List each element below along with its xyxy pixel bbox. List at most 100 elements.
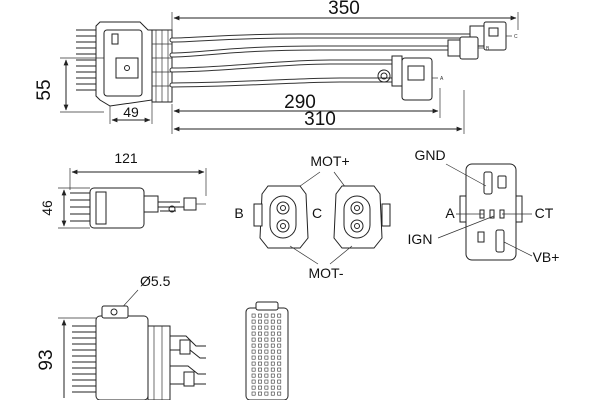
- pin-cavity: [251, 379, 256, 384]
- label-b: B: [234, 205, 243, 221]
- pin-grid-view: [245, 301, 289, 400]
- pin-cavity: [277, 313, 282, 318]
- pin-cavity: [251, 355, 256, 360]
- dimension-93: 93: [36, 349, 57, 370]
- pin-cavity: [251, 349, 256, 354]
- pin-cavity: [264, 331, 269, 336]
- main-unit-clip: [111, 33, 119, 45]
- pin-cavity: [264, 373, 269, 378]
- pin-cavity: [264, 343, 269, 348]
- pin-cavity: [251, 391, 256, 396]
- connector-3-mark: A: [440, 76, 444, 82]
- pin-cavity: [264, 379, 269, 384]
- front-view-body: [95, 315, 149, 400]
- label-ign: IGN: [408, 231, 433, 247]
- label-mot-plus: MOT+: [310, 153, 349, 169]
- pin-cavity: [258, 313, 262, 318]
- dimension-46: 46: [39, 200, 55, 216]
- motor-connector-pinout: MOT+ B C MOT-: [234, 153, 391, 281]
- front-view-tab: [101, 305, 129, 319]
- pin-cavity: [277, 343, 282, 348]
- pin-cavity: [277, 355, 282, 360]
- pin-cavity: [258, 337, 262, 342]
- wire-connector-3: A: [377, 55, 444, 101]
- pin-cavity: [277, 385, 282, 390]
- pin-cavity: [258, 367, 262, 372]
- pin-cavity: [270, 325, 275, 330]
- pin-cavity: [258, 331, 262, 336]
- pin-cavity: [251, 343, 256, 348]
- pin-cavity: [258, 319, 262, 324]
- pin-cavity: [270, 361, 275, 366]
- label-mot-minus: MOT-: [309, 265, 344, 281]
- pin-cavity: [270, 313, 275, 318]
- pin-cavity: [258, 391, 262, 396]
- label-ct: CT: [535, 205, 554, 221]
- label-vb-plus: VB+: [533, 249, 560, 265]
- pin-cavity: [270, 355, 275, 360]
- pin-cavity: [270, 349, 275, 354]
- pin-cavity: [264, 349, 269, 354]
- pin-cavity: [277, 373, 282, 378]
- pin-cavity: [264, 391, 269, 396]
- dimension-350: 350: [328, 0, 360, 19]
- label-a: A: [445, 205, 455, 221]
- dimension-55: 55: [34, 79, 55, 100]
- pin-cavity: [258, 361, 262, 366]
- pin-cavity: [264, 325, 269, 330]
- pin-cavity: [258, 349, 262, 354]
- connector-1-mark: C: [514, 34, 518, 40]
- pin-cavity: [277, 331, 282, 336]
- harness-top-view: C B A 350 290 310: [34, 0, 519, 134]
- wire-connector-2: B: [447, 36, 490, 60]
- pin-cavity: [264, 385, 269, 390]
- dimension-121: 121: [114, 150, 138, 166]
- pin-cavity: [270, 391, 275, 396]
- pin-cavity: [277, 379, 282, 384]
- bottom-front-view: Ø5.5 93: [36, 273, 206, 400]
- main-unit-label-plate: [115, 57, 139, 79]
- pin-cavity: [264, 361, 269, 366]
- main-unit-screw: [124, 65, 130, 71]
- pin-cavity: [277, 319, 282, 324]
- pin-cavity: [258, 385, 262, 390]
- pin-cavity: [258, 325, 262, 330]
- pin-cavity: [270, 379, 275, 384]
- harness-wires: [169, 33, 473, 88]
- pin-cavity: [251, 313, 256, 318]
- pin-cavity: [258, 373, 262, 378]
- pin-cavity: [264, 367, 269, 372]
- pin-grid: [251, 313, 282, 396]
- pin-cavity: [277, 337, 282, 342]
- pin-cavity: [251, 373, 256, 378]
- pin-cavity: [270, 385, 275, 390]
- side-view-plug: [183, 197, 197, 211]
- pin-cavity: [258, 355, 262, 360]
- pin-cavity: [264, 313, 269, 318]
- side-view-rib: [95, 191, 107, 225]
- harness-side-view: 121 46: [39, 150, 207, 229]
- pin-cavity: [251, 367, 256, 372]
- dimension-290: 290: [284, 92, 316, 113]
- connector-2-mark: B: [486, 46, 490, 52]
- pin-cavity: [258, 343, 262, 348]
- pin-cavity: [277, 391, 282, 396]
- label-gnd: GND: [414, 147, 445, 163]
- pin-cavity: [277, 325, 282, 330]
- control-connector-pinout: GND A CT IGN VB+: [408, 147, 560, 265]
- pin-cavity: [270, 343, 275, 348]
- pin-cavity: [251, 361, 256, 366]
- side-view-collar: [143, 195, 159, 213]
- pin-cavity: [270, 367, 275, 372]
- pin-cavity: [270, 337, 275, 342]
- pin-cavity: [264, 355, 269, 360]
- dimension-diameter: Ø5.5: [140, 273, 171, 289]
- pin-cavity: [251, 385, 256, 390]
- dimension-49: 49: [123, 104, 139, 120]
- main-unit-pins: [76, 29, 96, 91]
- pin-cavity: [270, 319, 275, 324]
- pin-cavity: [264, 319, 269, 324]
- pin-cavity: [277, 349, 282, 354]
